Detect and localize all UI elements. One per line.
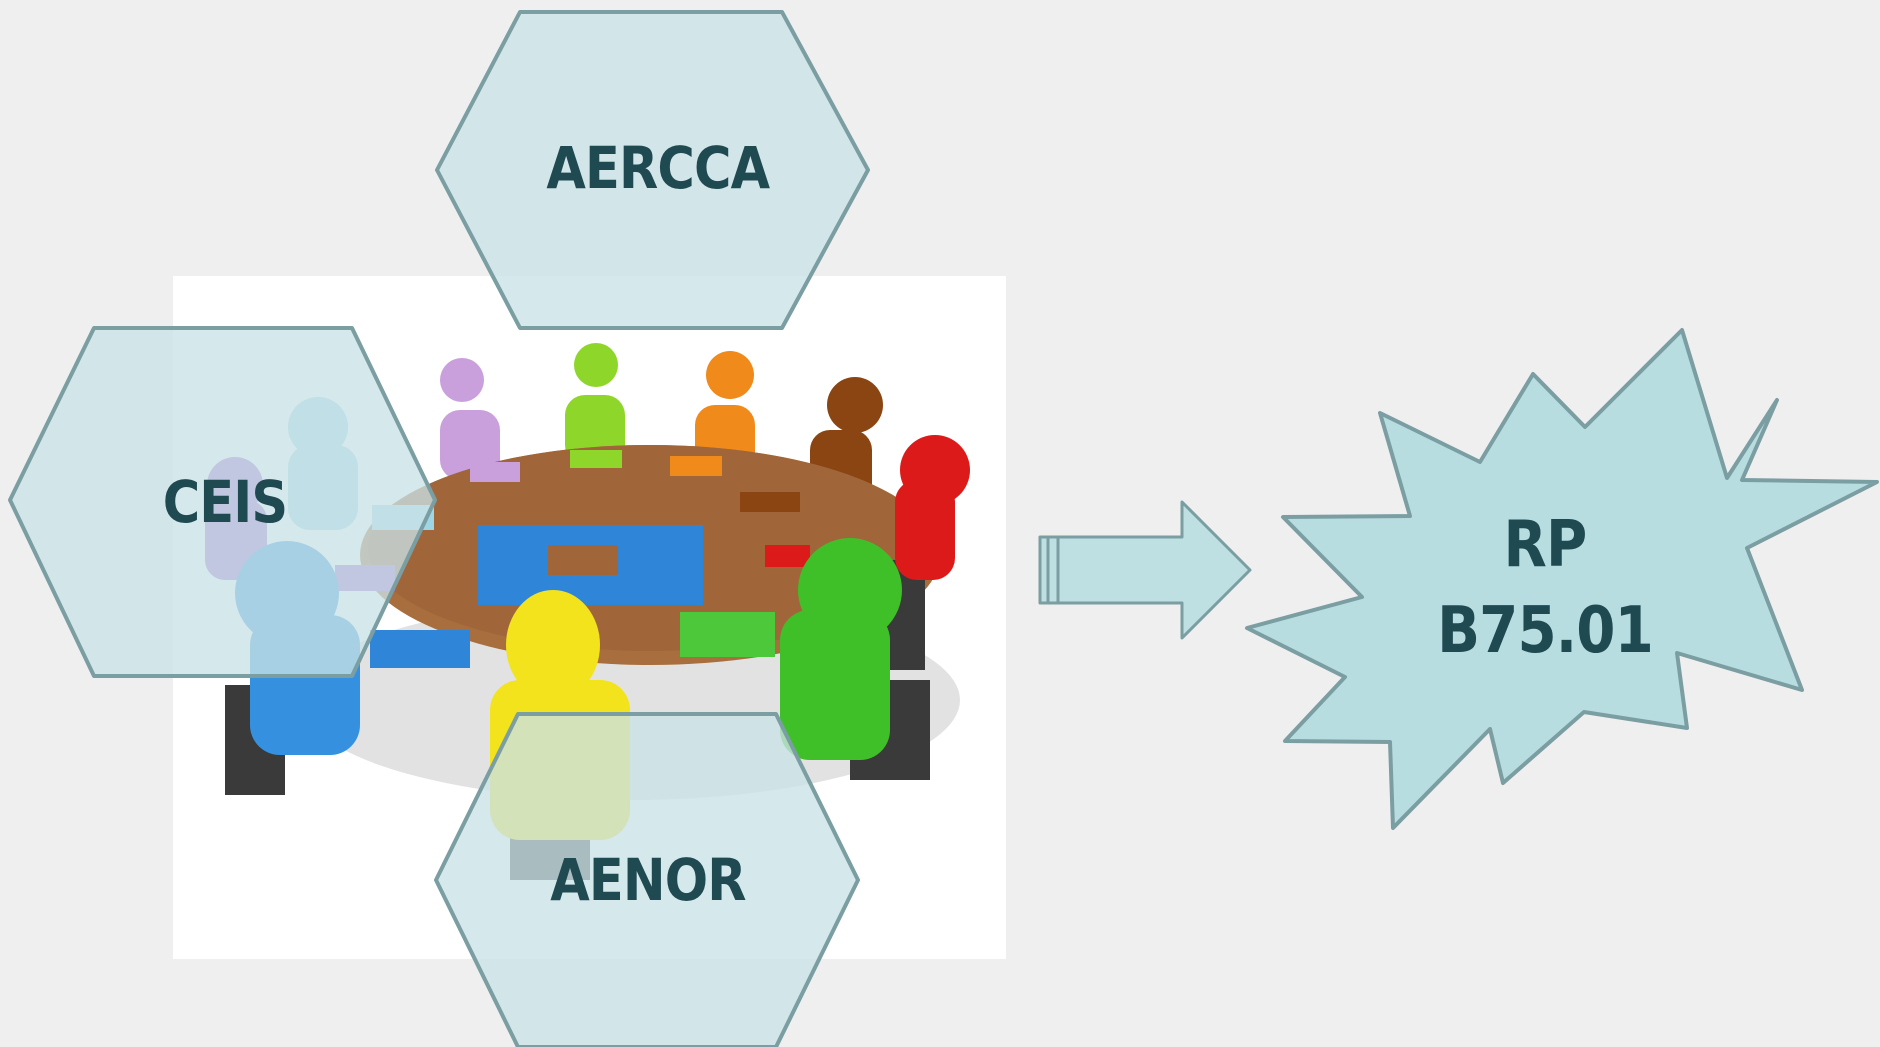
label-aenor: AENOR (550, 846, 746, 914)
label-rp-line2: B75.01 (1437, 594, 1654, 668)
figure-green (780, 538, 902, 760)
hexagon-aercca (435, 10, 870, 330)
hexagon-aenor (434, 712, 860, 1047)
label-rp-b7501: RP B75.01 (1417, 502, 1672, 674)
hexagon-ceis (8, 326, 437, 678)
label-rp-line1: RP (1503, 508, 1588, 582)
label-aercca: AERCCA (546, 134, 770, 202)
block-arrow (1038, 500, 1252, 640)
starburst-rp-b7501 (1245, 328, 1879, 830)
figure-red (895, 435, 970, 580)
label-ceis: CEIS (162, 468, 288, 536)
puzzle-center-icon (478, 525, 703, 605)
